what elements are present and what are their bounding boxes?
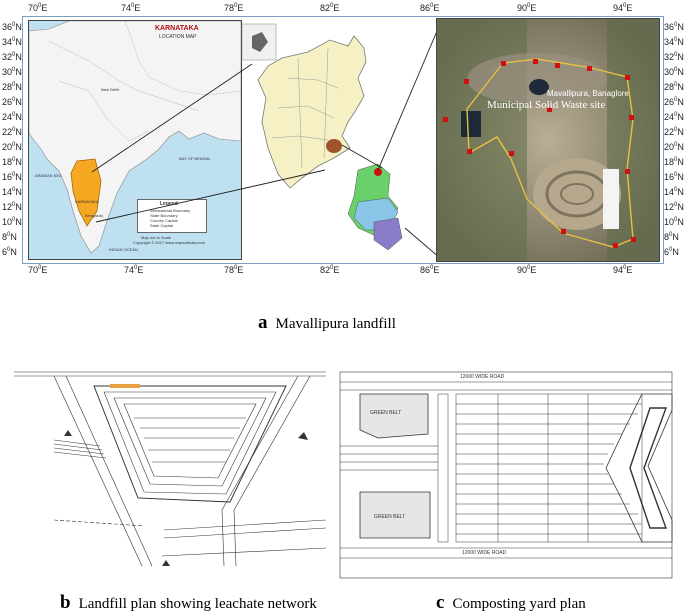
lat-tick: 360N <box>2 22 22 32</box>
lon-tick: 860E <box>420 3 440 13</box>
legend-item: Country Capital <box>150 218 178 223</box>
indian-ocean-label: INDIAN OCEAN <box>109 247 138 252</box>
map-subtitle: LOCATION MAP <box>159 34 197 40</box>
lon-tick: 700E <box>28 265 48 275</box>
lat-tick: 340N <box>664 37 684 47</box>
lon-tick: 820E <box>320 3 340 13</box>
lon-tick: 900E <box>517 3 537 13</box>
green-belt-label-bottom: GREEN BELT <box>374 514 406 520</box>
lon-tick: 740E <box>124 265 144 275</box>
legend-item: International Boundary <box>150 208 191 213</box>
caption-a: a Mavallipura landfill <box>258 312 396 334</box>
caption-a-text: Mavallipura landfill <box>275 316 396 332</box>
lat-tick: 160N <box>2 172 22 182</box>
karnataka-label: KARNATAKA <box>75 199 99 204</box>
connector-lines <box>91 23 441 259</box>
caption-c-tag: c <box>436 592 445 613</box>
road-label-bottom: 12000 WIDE ROAD <box>462 550 507 556</box>
green-belt-label-top: GREEN BELT <box>370 410 402 416</box>
caption-a-tag: a <box>258 312 268 333</box>
map-frame <box>22 16 664 264</box>
caption-b-text: Landfill plan showing leachate network <box>78 596 317 612</box>
lat-tick: 60N <box>664 247 679 257</box>
panel-b-landfill-plan <box>14 371 326 567</box>
lat-tick: 140N <box>664 187 684 197</box>
lat-tick: 140N <box>2 187 22 197</box>
lat-tick: 360N <box>664 22 684 32</box>
lat-tick: 80N <box>664 232 679 242</box>
not-to-scale: Map not to Scale <box>141 235 172 240</box>
satellite-place-label: Mavallipura, Banaglore <box>547 89 629 98</box>
lat-tick: 260N <box>664 97 684 107</box>
lon-tick: 900E <box>517 265 537 275</box>
lat-tick: 60N <box>2 247 17 257</box>
satellite-site-label: Municipal Solid Waste site <box>487 99 606 111</box>
lat-tick: 240N <box>664 112 684 122</box>
karnataka-highlight <box>70 158 102 227</box>
caption-b-tag: b <box>60 592 71 613</box>
lon-tick: 740E <box>121 3 141 13</box>
panel-a: 700E 740E 780E 820E 860E 900E 940E 700E … <box>0 0 685 300</box>
legend-title: Legend <box>160 201 178 207</box>
new-delhi-label: New Delhi <box>101 87 120 92</box>
lat-tick: 100N <box>664 217 684 227</box>
green-belt-bottom <box>359 491 431 539</box>
lat-tick: 80N <box>2 232 17 242</box>
lat-tick: 280N <box>2 82 22 92</box>
lat-tick: 180N <box>664 157 684 167</box>
lat-tick: 200N <box>2 142 22 152</box>
legend-item: State Boundary <box>150 213 178 218</box>
legend-item: State Capital <box>150 223 173 228</box>
india-shape <box>29 21 241 254</box>
lat-tick: 280N <box>664 82 684 92</box>
lon-tick: 780E <box>224 265 244 275</box>
map-title: KARNATAKA <box>155 25 199 32</box>
lat-tick: 120N <box>664 202 684 212</box>
bengaluru-label: Bengaluru <box>85 213 104 218</box>
lat-tick: 340N <box>2 37 22 47</box>
lat-tick: 220N <box>664 127 684 137</box>
caption-c-text: Composting yard plan <box>452 596 586 612</box>
green-belt-top <box>359 393 429 439</box>
copyright: Copyright © 2017 www.mapsofindia.com <box>133 240 206 245</box>
lat-tick: 220N <box>2 127 22 137</box>
satellite-image: Mavallipura, Banaglore Municipal Solid W… <box>436 18 660 262</box>
road-label-top: 12000 WIDE ROAD <box>460 374 505 380</box>
lat-tick: 320N <box>2 52 22 62</box>
lat-tick: 180N <box>2 157 22 167</box>
lat-tick: 240N <box>2 112 22 122</box>
lat-tick: 300N <box>2 67 22 77</box>
india-map: KARNATAKA LOCATION MAP New Delhi ARABIAN… <box>28 20 242 260</box>
lat-tick: 120N <box>2 202 22 212</box>
lat-tick: 160N <box>664 172 684 182</box>
lon-tick: 820E <box>320 265 340 275</box>
panel-c-composting-plan: 12000 WIDE ROAD 12000 WIDE ROAD GREEN BE… <box>338 370 674 582</box>
lon-tick: 700E <box>28 3 48 13</box>
district-highlight <box>326 139 342 153</box>
arabian-sea-label: ARABIAN SEA <box>35 173 62 178</box>
lat-tick: 320N <box>664 52 684 62</box>
lon-tick: 860E <box>420 265 440 275</box>
lat-tick: 200N <box>664 142 684 152</box>
lon-tick: 940E <box>613 265 633 275</box>
karnataka-map <box>241 23 403 251</box>
caption-c: c Composting yard plan <box>436 592 586 614</box>
lat-tick: 300N <box>664 67 684 77</box>
bay-of-bengal-label: BAY OF BENGAL <box>179 156 211 161</box>
caption-b: b Landfill plan showing leachate network <box>60 592 317 614</box>
lon-tick: 940E <box>613 3 633 13</box>
lat-tick: 260N <box>2 97 22 107</box>
lat-tick: 100N <box>2 217 22 227</box>
lon-tick: 780E <box>224 3 244 13</box>
